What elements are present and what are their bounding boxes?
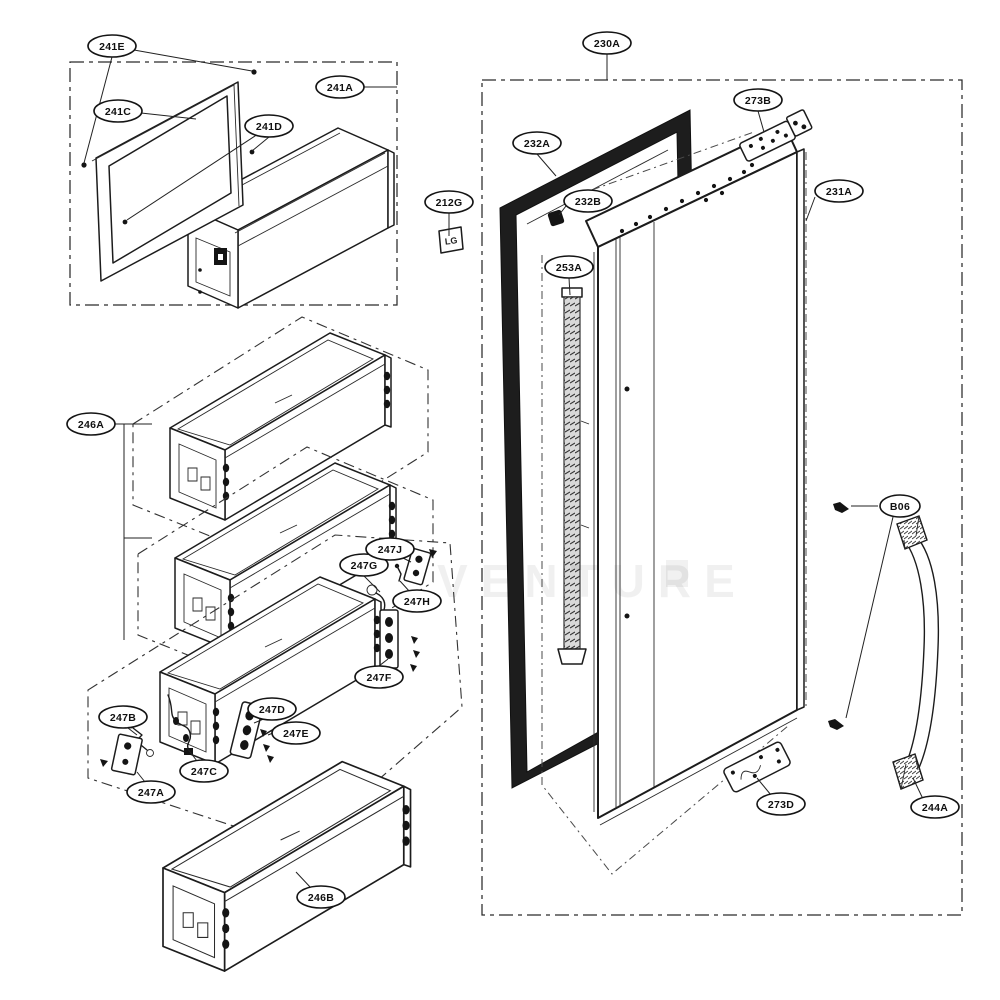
svg-text:247J: 247J	[378, 544, 403, 556]
svg-text:273D: 273D	[768, 799, 794, 811]
plate-247J	[403, 547, 437, 586]
pin-247H	[394, 563, 402, 582]
svg-text:247D: 247D	[259, 704, 285, 716]
svg-text:247A: 247A	[138, 787, 164, 799]
callout-232A: 232A	[512, 131, 562, 155]
svg-text:241A: 241A	[327, 82, 353, 94]
door-top-holes	[619, 162, 755, 234]
leader-lines	[83, 49, 924, 889]
callout-247C: 247C	[179, 759, 229, 783]
callout-230A: 230A	[582, 31, 632, 55]
svg-text:230A: 230A	[594, 38, 620, 50]
lg-badge-text: LG	[444, 235, 458, 246]
bin-246B	[162, 760, 412, 972]
callout-212G: 212G	[424, 190, 474, 214]
svg-text:247E: 247E	[283, 728, 309, 740]
callout-241A: 241A	[315, 75, 365, 99]
callout-273B: 273B	[733, 88, 783, 112]
harness-247G	[366, 584, 399, 669]
callout-247H: 247H	[392, 589, 442, 613]
screws-241E	[81, 69, 257, 225]
callout-247J: 247J	[365, 537, 415, 561]
bin-outline-lower	[137, 446, 434, 688]
watermark: VENTURE	[437, 555, 748, 607]
rail-253A	[557, 287, 590, 665]
callouts: 241E 241C 241D 241A 212G 230A 232A 232B …	[66, 31, 960, 909]
handle-244A	[892, 515, 940, 790]
callout-232B: 232B	[563, 189, 613, 213]
callout-247A: 247A	[126, 780, 176, 804]
callout-247F: 247F	[354, 665, 404, 689]
svg-text:246B: 246B	[308, 892, 334, 904]
callout-B06: B06	[879, 494, 921, 518]
bracket-273D	[723, 741, 791, 793]
screws-247F-E	[410, 636, 420, 672]
callout-253A: 253A	[544, 255, 594, 279]
svg-text:241D: 241D	[256, 121, 282, 133]
svg-text:241E: 241E	[99, 41, 125, 53]
callout-241D: 241D	[244, 114, 294, 138]
callout-247D: 247D	[247, 697, 297, 721]
svg-text:244A: 244A	[922, 802, 948, 814]
svg-text:212G: 212G	[436, 197, 463, 209]
bracket-273B	[739, 109, 813, 162]
svg-text:247G: 247G	[351, 560, 378, 572]
svg-text:246A: 246A	[78, 419, 104, 431]
svg-text:232A: 232A	[524, 138, 550, 150]
callout-247E: 247E	[271, 721, 321, 745]
callout-273D: 273D	[756, 792, 806, 816]
callout-247G: 247G	[339, 553, 389, 577]
screws-247E	[260, 729, 274, 763]
callout-241E: 241E	[87, 34, 137, 58]
callout-247B: 247B	[98, 705, 148, 729]
svg-text:232B: 232B	[575, 196, 601, 208]
plate-247A	[100, 733, 143, 776]
badge-212G-lg: LG	[438, 226, 464, 254]
svg-text:253A: 253A	[556, 262, 582, 274]
bin-outline-247-group	[87, 534, 463, 849]
svg-text:247H: 247H	[404, 596, 430, 608]
callout-246A: 246A	[66, 412, 116, 436]
callout-246B: 246B	[296, 885, 346, 909]
watermark-text: VENTURE	[437, 555, 748, 607]
svg-text:231A: 231A	[826, 186, 852, 198]
harness-247C	[167, 694, 193, 755]
svg-text:247B: 247B	[110, 712, 136, 724]
svg-text:241C: 241C	[105, 106, 131, 118]
callout-231A: 231A	[814, 179, 864, 203]
callout-244A: 244A	[910, 795, 960, 819]
door-panel-231A	[585, 125, 805, 826]
alignment-guides	[541, 131, 807, 875]
svg-text:247F: 247F	[366, 672, 391, 684]
cover-241C	[91, 81, 244, 282]
svg-text:273B: 273B	[745, 95, 771, 107]
svg-text:247C: 247C	[191, 766, 217, 778]
door-assembly-230A-box	[481, 79, 963, 916]
bin-outline-upper	[132, 316, 429, 558]
svg-text:B06: B06	[890, 501, 910, 513]
screws-B06	[828, 502, 849, 730]
callout-241C: 241C	[93, 99, 143, 123]
